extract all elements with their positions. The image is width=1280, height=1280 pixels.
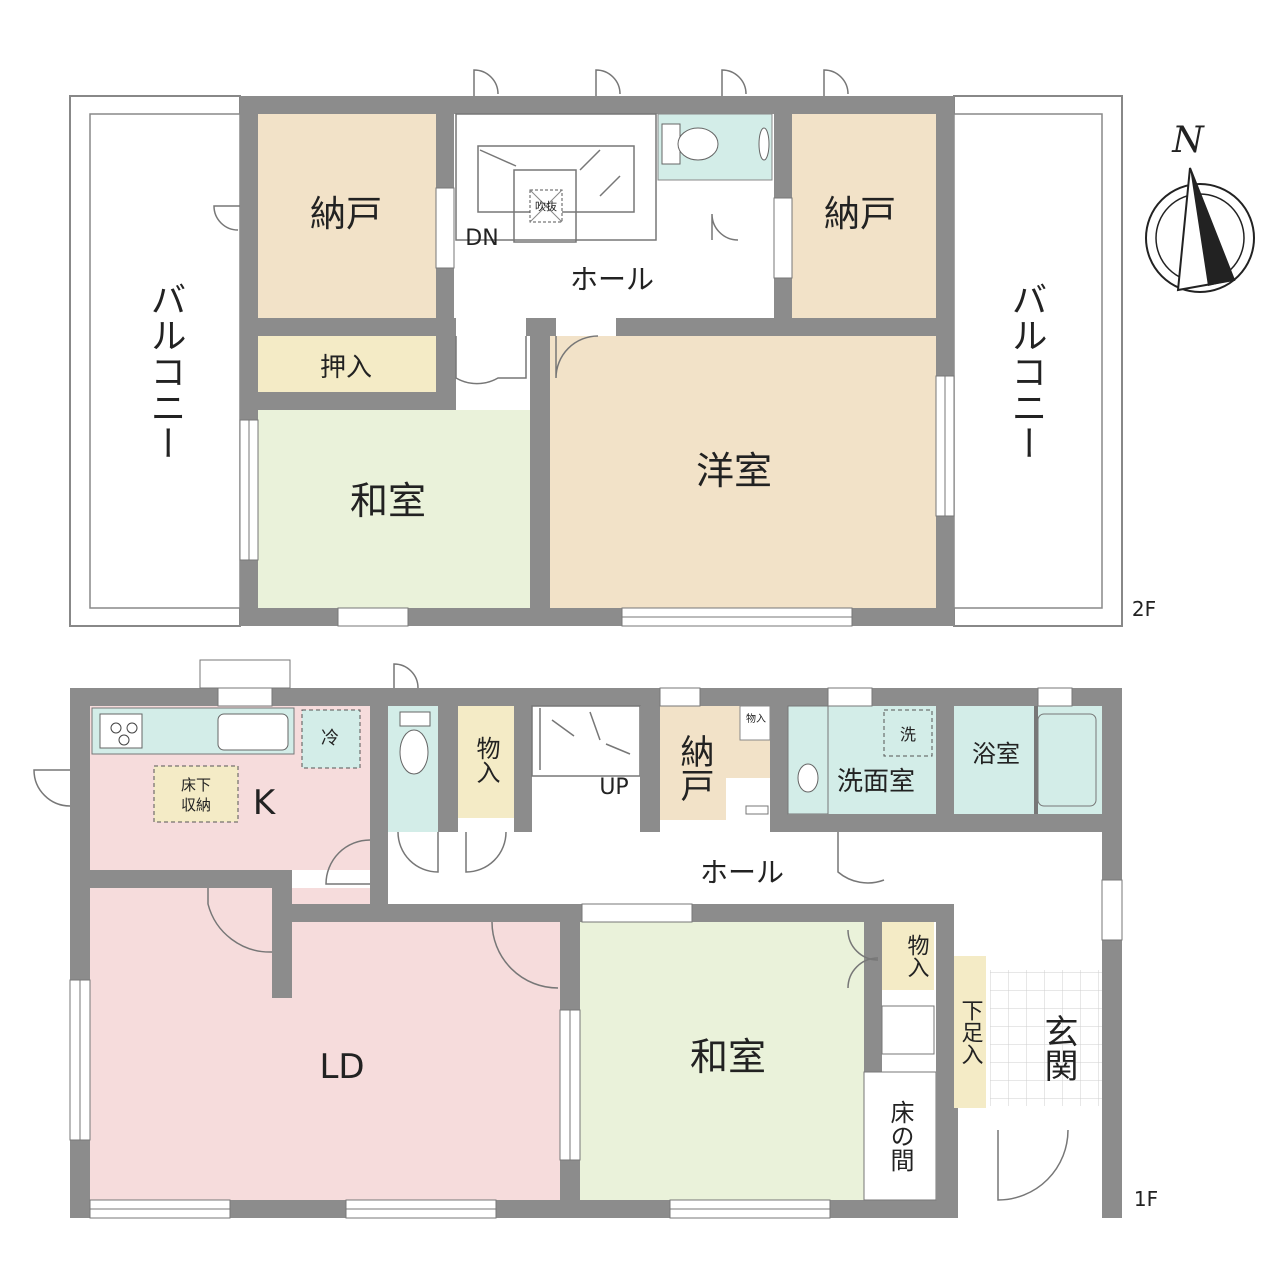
label-washitsu-2f: 和室	[350, 479, 426, 523]
room-storage-tall	[458, 706, 514, 818]
label-kitchen: K	[253, 783, 277, 823]
label-balcony-right: バルコニー	[1006, 281, 1047, 461]
room-ld	[90, 888, 560, 1200]
compass-north: N	[1171, 120, 1205, 161]
label-hall-2f: ホール	[570, 263, 654, 296]
room-nando-right	[792, 114, 936, 318]
label-shoe-box: 下足入	[958, 999, 984, 1065]
hall-1f	[388, 832, 1102, 904]
underfloor-storage	[153, 765, 239, 823]
stair-2f	[455, 113, 657, 243]
fridge-box	[301, 709, 361, 769]
floor-1f	[33, 659, 1123, 1219]
label-oshiire: 押入	[320, 353, 372, 383]
compass: N	[1145, 120, 1255, 293]
room-washitsu-2f	[258, 410, 530, 608]
label-bath: 浴室	[972, 740, 1020, 768]
label-nando-left: 納戸	[310, 194, 382, 235]
label-ld: LD	[319, 1047, 364, 1087]
label-washer: 洗	[900, 725, 916, 744]
washer-box	[883, 709, 933, 757]
label-underfloor-1: 床下	[181, 776, 211, 794]
room-entrance	[990, 970, 1102, 1106]
label-washroom: 洗面室	[837, 767, 915, 797]
room-nando-left	[258, 114, 436, 318]
label-entrance: 玄関	[1038, 1014, 1078, 1082]
label-hall-1f: ホール	[700, 856, 784, 889]
floor-2f	[69, 69, 1123, 627]
room-storage-small	[882, 922, 934, 990]
label-up: UP	[599, 775, 628, 800]
room-youshitsu	[550, 336, 936, 608]
room-oshiire	[258, 336, 436, 392]
label-underfloor-2: 収納	[181, 796, 211, 814]
label-void: 吹抜	[535, 199, 557, 213]
room-shoe-box	[954, 956, 986, 1108]
label-dn: DN	[465, 226, 498, 251]
label-fridge: 冷	[321, 728, 339, 749]
label-balcony-left: バルコニー	[145, 281, 186, 461]
label-storage-small: 物入	[904, 934, 930, 978]
label-nando-1f: 納戸	[674, 734, 714, 802]
label-youshitsu: 洋室	[696, 449, 772, 493]
label-tokonoma: 床の間	[886, 1100, 914, 1172]
room-washitsu-1f	[580, 922, 864, 1200]
label-nando-small: 物入	[746, 712, 766, 725]
label-2f: 2F	[1132, 597, 1156, 621]
label-storage-tall: 物入	[472, 736, 500, 784]
label-washitsu-1f: 和室	[690, 1035, 766, 1079]
label-nando-right: 納戸	[824, 194, 896, 235]
label-1f: 1F	[1134, 1187, 1158, 1211]
